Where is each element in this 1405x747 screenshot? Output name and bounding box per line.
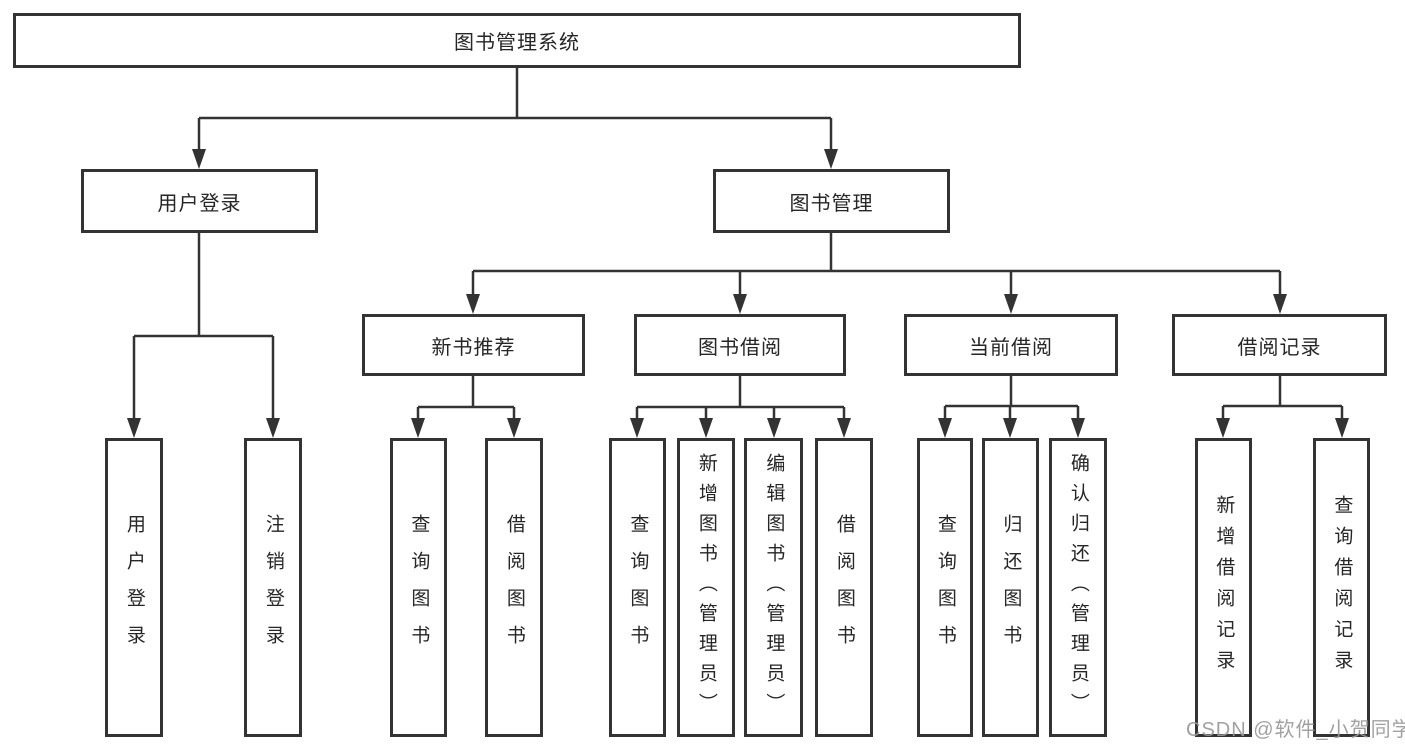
leaf-borrow-book-2: 借阅图书 bbox=[815, 438, 873, 737]
arrowhead bbox=[1004, 294, 1018, 314]
csdn-watermark: CSDN @软件_小贺同学 bbox=[1186, 719, 1405, 741]
leaf-return-book: 归还图书 bbox=[982, 438, 1039, 737]
arrowhead bbox=[630, 418, 644, 438]
node-current-borrow-label: 当前借阅 bbox=[969, 336, 1053, 359]
leaf-edit-book-admin: 编辑图书（管理员） bbox=[744, 438, 803, 737]
arrowhead bbox=[837, 418, 851, 438]
leaf-logout: 注销登录 bbox=[244, 438, 302, 737]
node-user-login: 用户登录 bbox=[81, 169, 318, 233]
connector-root bbox=[192, 68, 838, 169]
node-book-management-label: 图书管理 bbox=[789, 192, 874, 215]
arrowhead bbox=[824, 149, 838, 169]
node-borrow-records-label: 借阅记录 bbox=[1237, 336, 1322, 359]
leaf-query-borrow-record-label: 查询借阅记录 bbox=[1331, 494, 1353, 681]
leaf-query-book-3: 查询图书 bbox=[917, 438, 973, 737]
arrowhead bbox=[699, 418, 713, 438]
leaf-query-book-1: 查询图书 bbox=[390, 438, 447, 737]
leaf-user-login-label: 用户登录 bbox=[123, 513, 145, 662]
arrowhead bbox=[938, 418, 952, 438]
connector-current-borrow bbox=[938, 376, 1085, 438]
arrowhead bbox=[127, 418, 141, 438]
connector-book-borrow bbox=[630, 376, 851, 438]
node-borrow-records: 借阅记录 bbox=[1172, 314, 1387, 376]
arrowhead bbox=[466, 294, 480, 314]
arrowhead bbox=[411, 418, 425, 438]
connector-borrow-records bbox=[1216, 376, 1349, 438]
node-current-borrow: 当前借阅 bbox=[904, 314, 1118, 376]
arrowhead bbox=[1273, 294, 1287, 314]
node-book-management: 图书管理 bbox=[713, 169, 950, 233]
leaf-query-book-3-label: 查询图书 bbox=[934, 513, 956, 662]
leaf-add-borrow-record: 新增借阅记录 bbox=[1195, 438, 1252, 737]
arrowhead bbox=[1216, 418, 1230, 438]
leaf-add-borrow-record-label: 新增借阅记录 bbox=[1213, 494, 1235, 681]
node-root: 图书管理系统 bbox=[13, 13, 1021, 68]
arrowhead bbox=[1071, 418, 1085, 438]
node-new-book-recommend-label: 新书推荐 bbox=[431, 336, 516, 359]
arrowhead bbox=[733, 294, 747, 314]
leaf-confirm-return-admin: 确认归还（管理员） bbox=[1049, 438, 1107, 737]
arrowhead bbox=[266, 418, 280, 438]
node-user-login-label: 用户登录 bbox=[157, 192, 242, 215]
leaf-user-login: 用户登录 bbox=[105, 438, 163, 737]
leaf-query-book-2: 查询图书 bbox=[609, 438, 666, 737]
leaf-borrow-book-1-label: 借阅图书 bbox=[503, 513, 525, 662]
connector-user-login bbox=[127, 233, 280, 438]
leaf-add-book-admin: 新增图书（管理员） bbox=[677, 438, 735, 737]
leaf-logout-label: 注销登录 bbox=[262, 513, 284, 662]
node-book-borrow-label: 图书借阅 bbox=[698, 336, 782, 359]
leaf-add-book-admin-label: 新增图书（管理员） bbox=[695, 452, 717, 723]
arrowhead bbox=[507, 418, 521, 438]
node-new-book-recommend: 新书推荐 bbox=[362, 314, 585, 376]
node-root-label: 图书管理系统 bbox=[454, 32, 580, 54]
leaf-borrow-book-1: 借阅图书 bbox=[485, 438, 543, 737]
leaf-edit-book-admin-label: 编辑图书（管理员） bbox=[763, 452, 785, 723]
leaf-confirm-return-admin-label: 确认归还（管理员） bbox=[1067, 452, 1089, 723]
arrowhead bbox=[192, 149, 206, 169]
leaf-query-book-1-label: 查询图书 bbox=[408, 513, 430, 662]
connector-new-book-recommend bbox=[411, 376, 521, 438]
arrowhead bbox=[767, 418, 781, 438]
leaf-borrow-book-2-label: 借阅图书 bbox=[833, 513, 855, 662]
arrowhead bbox=[1335, 418, 1349, 438]
leaf-query-borrow-record: 查询借阅记录 bbox=[1313, 438, 1370, 737]
leaf-return-book-label: 归还图书 bbox=[1000, 513, 1022, 662]
connector-book-management bbox=[466, 233, 1287, 314]
node-book-borrow: 图书借阅 bbox=[634, 314, 846, 376]
arrowhead bbox=[1003, 418, 1017, 438]
leaf-query-book-2-label: 查询图书 bbox=[627, 513, 649, 662]
